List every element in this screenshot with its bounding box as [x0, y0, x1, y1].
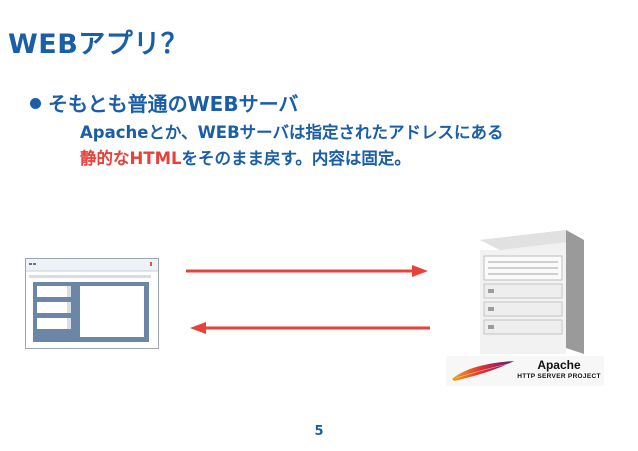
request-arrow-icon: [186, 265, 428, 277]
apache-subtitle: HTTP SERVER PROJECT: [517, 373, 601, 380]
apache-logo: Apache HTTP SERVER PROJECT: [446, 356, 604, 386]
browser-window-icon: [25, 258, 159, 349]
apache-feather-icon: [452, 361, 514, 381]
page-number: 5: [314, 424, 324, 439]
server-tower-icon: [480, 230, 584, 354]
slide-title: WEBアプリ？: [8, 29, 189, 60]
bullet-dot-icon: [30, 98, 41, 109]
bullet-text: そもとも普通のWEBサーバ: [48, 92, 299, 116]
description: Apacheとか、WEBサーバは指定されたアドレスにある 静的なHTMLをそのま…: [80, 120, 504, 172]
description-line-1: Apacheとか、WEBサーバは指定されたアドレスにある: [80, 123, 504, 142]
description-line-2: 静的なHTMLをそのまま戻す。内容は固定。: [80, 146, 504, 172]
response-arrow-icon: [190, 322, 430, 334]
arrows: [186, 265, 430, 334]
static-html-highlight: 静的なHTML: [80, 149, 182, 168]
description-line-2-rest: をそのまま戻す。内容は固定。: [181, 149, 411, 168]
apache-name: Apache: [537, 358, 581, 372]
